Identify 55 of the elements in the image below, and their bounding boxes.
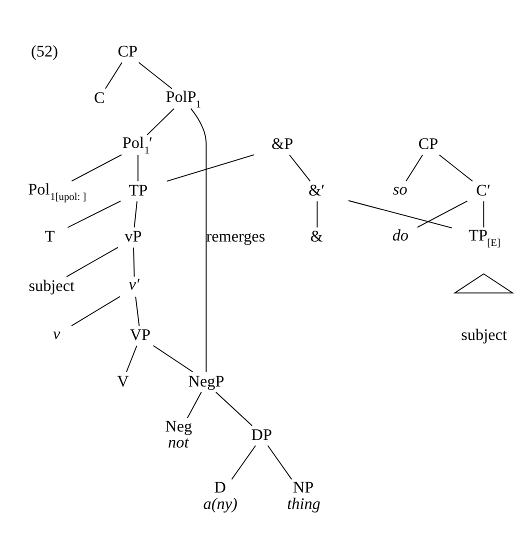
connector xyxy=(133,246,135,277)
connector xyxy=(104,62,122,89)
node-text: Pol$_{1}$′ xyxy=(122,134,152,156)
node-text: NP thing xyxy=(287,479,320,512)
node-text: Pol$_{1[upol: ]}$ xyxy=(28,180,86,202)
node-text: TP$_{[E]}$ xyxy=(468,227,500,249)
connector xyxy=(138,62,172,89)
connector xyxy=(166,154,254,182)
connector xyxy=(483,200,484,228)
node-text: vP xyxy=(124,228,142,246)
node-text: CP xyxy=(118,43,138,60)
node-text: PolP$_{1}$ xyxy=(166,88,201,110)
connector xyxy=(67,200,122,228)
node-text: C xyxy=(94,89,105,106)
node-text: do xyxy=(392,227,409,244)
node-text: v xyxy=(52,325,60,342)
connector xyxy=(152,344,194,372)
node-text: DP xyxy=(251,426,272,444)
connector xyxy=(267,444,292,480)
connector xyxy=(186,391,202,418)
connector xyxy=(231,444,256,480)
connector xyxy=(438,154,473,182)
connector xyxy=(71,154,122,182)
node-text: CP xyxy=(418,136,438,153)
connector xyxy=(215,391,253,426)
node-text: V xyxy=(117,372,129,390)
connector xyxy=(71,296,120,326)
node-text: so xyxy=(392,180,408,198)
node-text: D a(ny) xyxy=(203,479,238,512)
node-text: subject xyxy=(28,277,75,294)
label: (52) xyxy=(31,43,58,60)
connector xyxy=(190,108,207,372)
node-label: subject xyxy=(461,326,507,344)
connector xyxy=(348,200,452,228)
node-text: NegP xyxy=(188,372,224,390)
connector xyxy=(126,344,138,372)
node-text: &P xyxy=(272,136,294,153)
node-text: &′ xyxy=(308,182,325,199)
node-text: T xyxy=(44,228,55,246)
connector xyxy=(289,154,311,182)
node-triangle xyxy=(453,272,514,293)
node-text: TP xyxy=(128,182,148,199)
connector xyxy=(406,154,424,182)
node-text: v′ xyxy=(128,276,140,294)
node-text: C′ xyxy=(476,182,490,199)
connector xyxy=(134,200,138,228)
connector xyxy=(66,246,118,277)
node-text: VP xyxy=(130,326,151,344)
edge-label: remerges xyxy=(206,228,266,246)
connector xyxy=(316,200,318,228)
connector xyxy=(135,296,140,326)
connector xyxy=(146,108,174,135)
connector xyxy=(416,200,468,228)
node-text: Neg not xyxy=(165,418,192,452)
node-text: & xyxy=(310,228,323,246)
